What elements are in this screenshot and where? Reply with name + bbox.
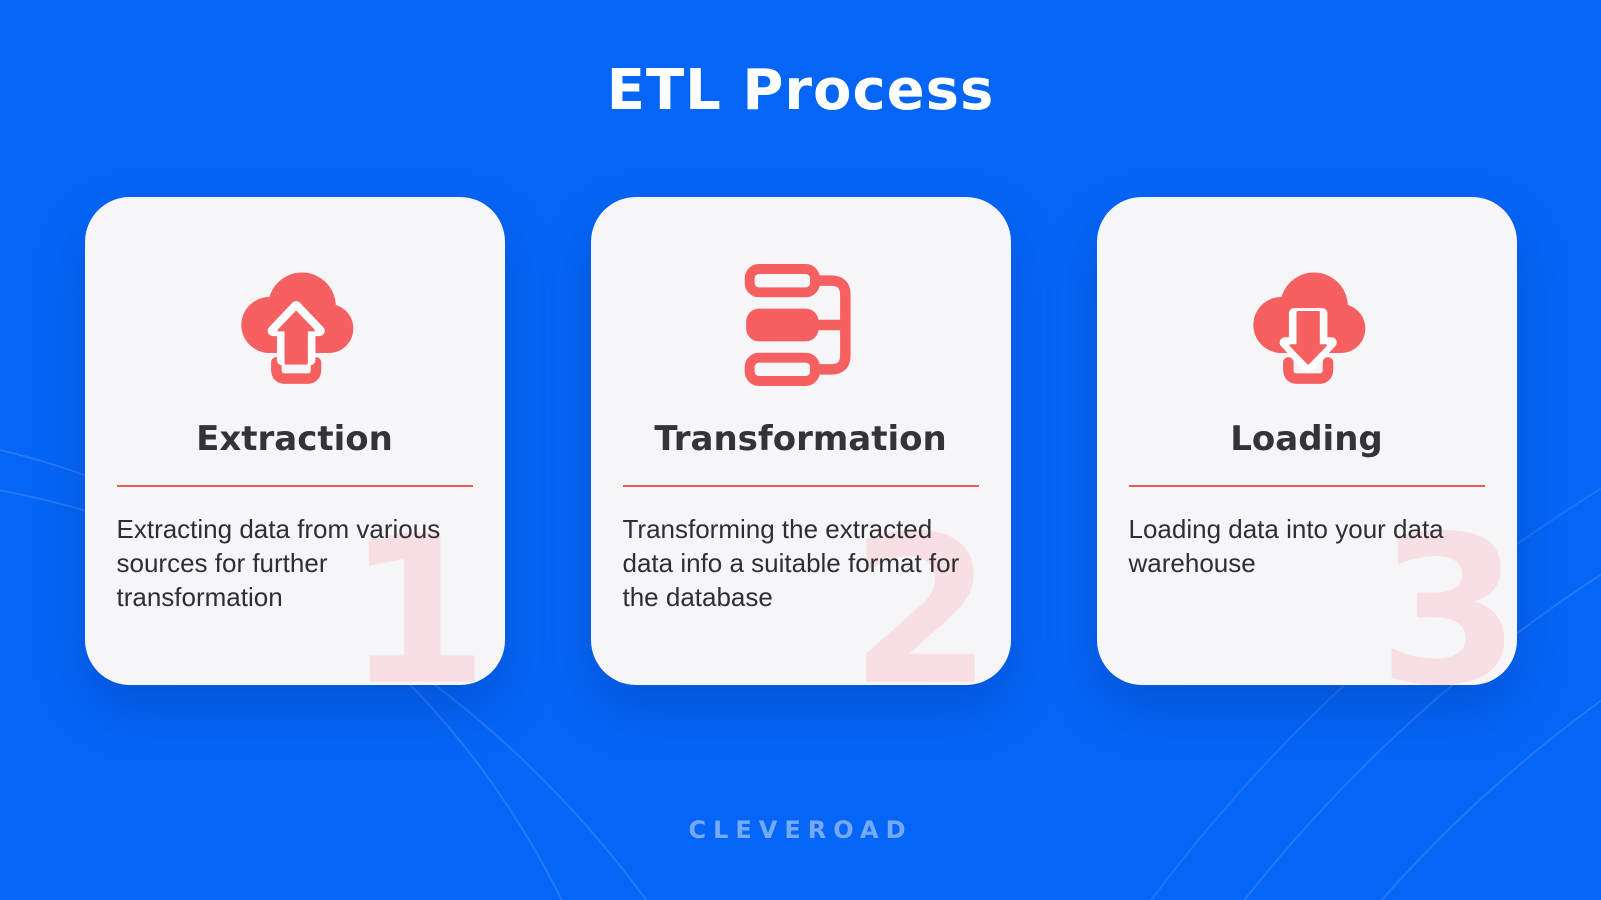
card-transformation: 2 Transformation Transforming the extrac… bbox=[590, 197, 1011, 686]
card-title: Extraction bbox=[196, 419, 393, 459]
card-title: Loading bbox=[1230, 419, 1383, 459]
cloud-download-icon bbox=[1237, 255, 1377, 395]
card-divider bbox=[116, 485, 473, 487]
brand-logo: CLEVEROAD bbox=[688, 816, 913, 844]
card-number-watermark: 3 bbox=[1377, 493, 1517, 686]
card-number-watermark: 2 bbox=[849, 493, 993, 686]
page-title: ETL Process bbox=[606, 58, 995, 123]
card-extraction: 1 Extraction Extracting data from variou… bbox=[84, 197, 505, 686]
card-description: Loading data into your data warehouse bbox=[1128, 514, 1444, 578]
card-number-watermark: 1 bbox=[345, 493, 489, 686]
card-loading: 3 Loading Loading data into your data wa… bbox=[1096, 197, 1517, 686]
card-title: Transformation bbox=[654, 419, 947, 459]
cards-row: 1 Extraction Extracting data from variou… bbox=[0, 197, 1601, 685]
card-description: Extracting data from various sources for… bbox=[116, 514, 441, 612]
card-divider bbox=[1128, 485, 1485, 487]
card-divider bbox=[622, 485, 979, 487]
cloud-upload-icon bbox=[225, 255, 365, 395]
flow-merge-icon bbox=[731, 255, 871, 395]
card-description: Transforming the extracted data info a s… bbox=[622, 514, 960, 612]
